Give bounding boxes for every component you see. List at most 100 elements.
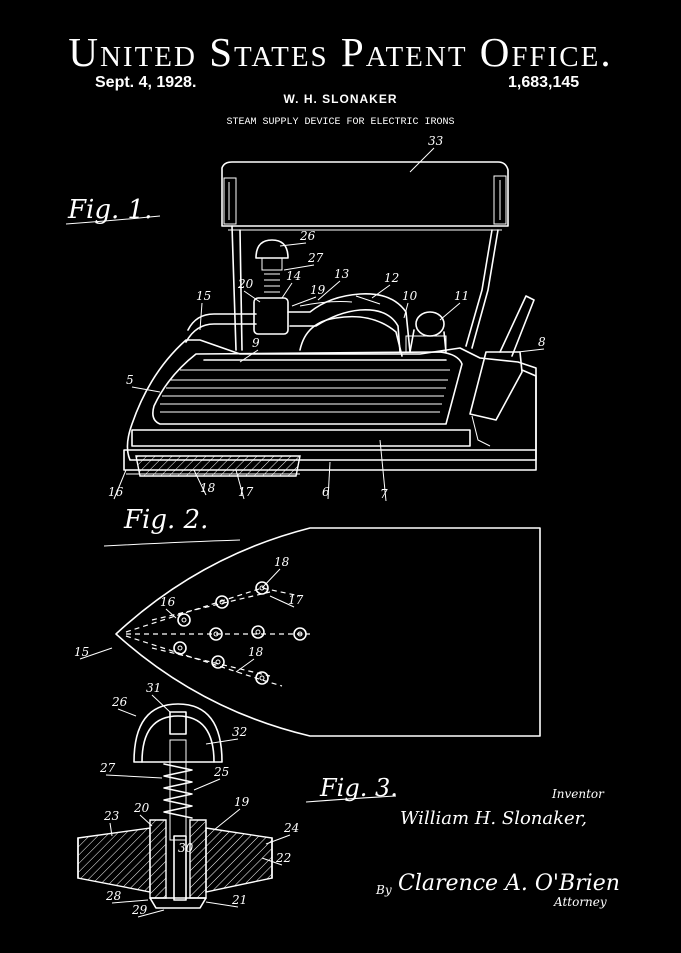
leader-line [235,469,245,500]
leader-line [199,302,203,331]
reference-numeral: 10 [402,289,418,303]
leader-line [193,778,221,791]
fig1-title: Fig. 1. [67,195,152,225]
figure-2-soleplate [115,527,541,737]
reference-numeral: 5 [126,373,134,387]
leader-line [279,242,307,247]
vent-hole-center [297,631,303,637]
reference-numeral: 28 [105,889,122,903]
leader-line [317,280,341,301]
leader-line [117,708,137,717]
reference-numeral: 29 [131,903,148,917]
patent-office-title: United States Patent Office. [68,29,613,75]
reference-numeral: 17 [288,593,304,607]
reference-numeral: 13 [334,267,350,281]
figure-1-caption: Fig. 1. [65,195,161,225]
inventor-name: W. H. SLONAKER [283,92,398,106]
leader-line [439,302,461,321]
leader-line [517,348,545,353]
signature-block: Inventor William H. Slonaker, By Clarenc… [375,787,620,909]
vent-hole [173,641,187,655]
figure-3-valve-section [77,703,273,909]
inventor-signature: William H. Slonaker, [400,808,587,829]
leader-line [269,595,295,608]
vent-hole-center [215,659,221,665]
leader-line [283,264,315,271]
leader-line [235,658,255,673]
reference-numeral: 19 [310,283,326,297]
reference-numeral: 15 [74,645,89,659]
leader-line [243,290,261,303]
reference-numeral: 20 [237,277,254,291]
figure-3-caption: Fig. 3. [305,774,398,803]
reference-numeral: 26 [299,229,316,243]
attorney-signature: Clarence A. O'Brien [398,871,620,896]
vent-hole [251,625,265,639]
reference-numeral: 9 [252,336,260,350]
attorney-caption: Attorney [553,895,607,909]
reference-numeral: 24 [283,821,299,835]
reference-numeral: 16 [108,485,124,499]
patent-subject: STEAM SUPPLY DEVICE FOR ELECTRIC IRONS [226,117,455,128]
leader-line [111,899,149,904]
inventor-caption: Inventor [551,787,605,801]
reference-numeral: 19 [234,795,250,809]
figure-2-caption: Fig. 2. [103,505,241,547]
reference-numeral: 27 [307,251,324,265]
leader-line [403,302,409,319]
reference-numeral: 31 [146,681,161,695]
reference-numeral: 14 [286,269,301,283]
vent-hole-center [181,617,187,623]
vent-hole [209,627,223,641]
leader-line [409,147,435,173]
reference-numeral: 16 [160,595,176,609]
reference-numeral: 18 [274,555,290,569]
patent-number: 1,683,145 [508,74,580,91]
vent-hole-center [177,645,183,651]
leader-line [151,694,171,713]
leader-line [205,901,239,908]
leader-line [379,439,387,502]
reference-numeral: 25 [213,765,229,779]
vent-hole [211,655,225,669]
leader-line [265,834,291,845]
reference-numeral: 11 [454,289,469,303]
leader-line [193,469,207,496]
leader-line [261,857,283,866]
reference-numeral: 21 [231,893,247,907]
leader-line [113,469,127,500]
leader-line [213,808,241,831]
leader-line [105,774,163,779]
reference-numeral: 7 [380,487,388,501]
leader-line [131,386,161,393]
reference-numeral: 12 [384,271,399,285]
reference-numeral: 18 [248,645,264,659]
vent-hole-center [219,599,225,605]
leader-line [281,282,293,299]
leader-line [205,738,239,745]
reference-numeral: 26 [111,695,128,709]
vent-hole-center [259,675,265,681]
leader-line [261,568,281,589]
leader-line [327,461,331,500]
vent-hole [177,613,191,627]
fig2-title: Fig. 2. [123,505,208,535]
reference-numeral: 32 [232,725,247,739]
leader-line [165,608,177,619]
reference-numeral: 20 [133,801,150,815]
vent-hole [255,671,269,685]
reference-numeral: 27 [99,761,116,775]
leader-line [109,822,113,837]
figure-1-iron [123,161,537,477]
vent-hole [293,627,307,641]
reference-numeral: 15 [196,289,211,303]
reference-numeral: 22 [275,851,291,865]
vent-hole [255,581,269,595]
leader-line [291,296,317,307]
vent-hole-center [255,629,261,635]
vent-hole [215,595,229,609]
leader-line [137,909,165,918]
